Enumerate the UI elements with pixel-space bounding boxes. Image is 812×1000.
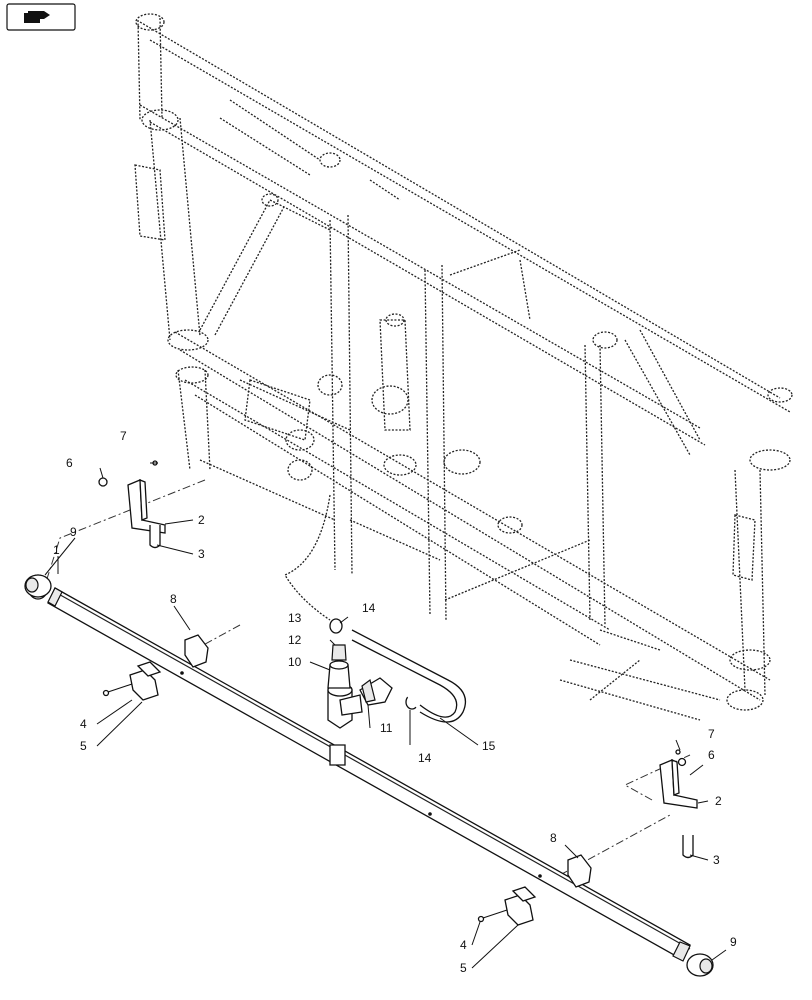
callout-10: 10 <box>288 655 302 669</box>
leader-lines <box>44 462 727 969</box>
callout-15: 15 <box>482 739 496 753</box>
elbow-fitting <box>359 677 393 706</box>
washer-right <box>675 749 681 755</box>
callout-2-left: 2 <box>198 513 205 527</box>
callout-9-left: 9 <box>70 525 77 539</box>
mount-bracket-right <box>659 759 698 809</box>
nut-right <box>677 757 687 767</box>
boom-frame <box>134 13 793 721</box>
callout-1: 1 <box>53 543 60 557</box>
callout-4-left: 4 <box>80 717 87 731</box>
u-bolt-left <box>149 525 161 549</box>
callout-4-right: 4 <box>460 938 467 952</box>
hose <box>351 629 467 723</box>
callout-5-left: 5 <box>80 739 87 753</box>
hose-clamp-top <box>329 618 343 634</box>
hand-pointing-icon <box>24 11 50 23</box>
nut-left <box>98 477 108 487</box>
callout-9-right: 9 <box>730 935 737 949</box>
callout-12: 12 <box>288 633 302 647</box>
clamp-upper-right <box>567 854 592 888</box>
boom-tube <box>27 574 691 962</box>
callout-3-left: 3 <box>198 547 205 561</box>
callout-6-left: 6 <box>66 456 73 470</box>
end-cap-left <box>24 574 52 598</box>
callout-3-right: 3 <box>713 853 720 867</box>
mount-bracket-left <box>127 479 166 534</box>
clamp-upper-left <box>184 634 209 668</box>
tee-fitting <box>327 683 363 729</box>
callout-7-right: 7 <box>708 727 715 741</box>
clamp-lower-right <box>504 886 537 926</box>
bushing <box>327 660 351 689</box>
u-bolt-right <box>682 835 694 859</box>
clamp-lower-left <box>129 661 162 701</box>
callouts: 1 2 2 3 3 4 4 5 5 6 6 7 7 8 8 9 9 10 11 … <box>53 429 737 975</box>
callout-14-bottom: 14 <box>418 751 432 765</box>
end-cap-right <box>686 953 714 977</box>
callout-2-right: 2 <box>715 794 722 808</box>
callout-6-right: 6 <box>708 748 715 762</box>
callout-14-top: 14 <box>362 601 376 615</box>
callout-8-left: 8 <box>170 592 177 606</box>
callout-7-left: 7 <box>120 429 127 443</box>
bolt-right <box>477 909 508 923</box>
nipple <box>331 644 347 661</box>
callout-8-right: 8 <box>550 831 557 845</box>
callout-13: 13 <box>288 611 302 625</box>
bolt-left <box>102 683 133 697</box>
callout-11: 11 <box>380 721 393 735</box>
callout-5-right: 5 <box>460 961 467 975</box>
nav-button[interactable] <box>6 3 76 31</box>
